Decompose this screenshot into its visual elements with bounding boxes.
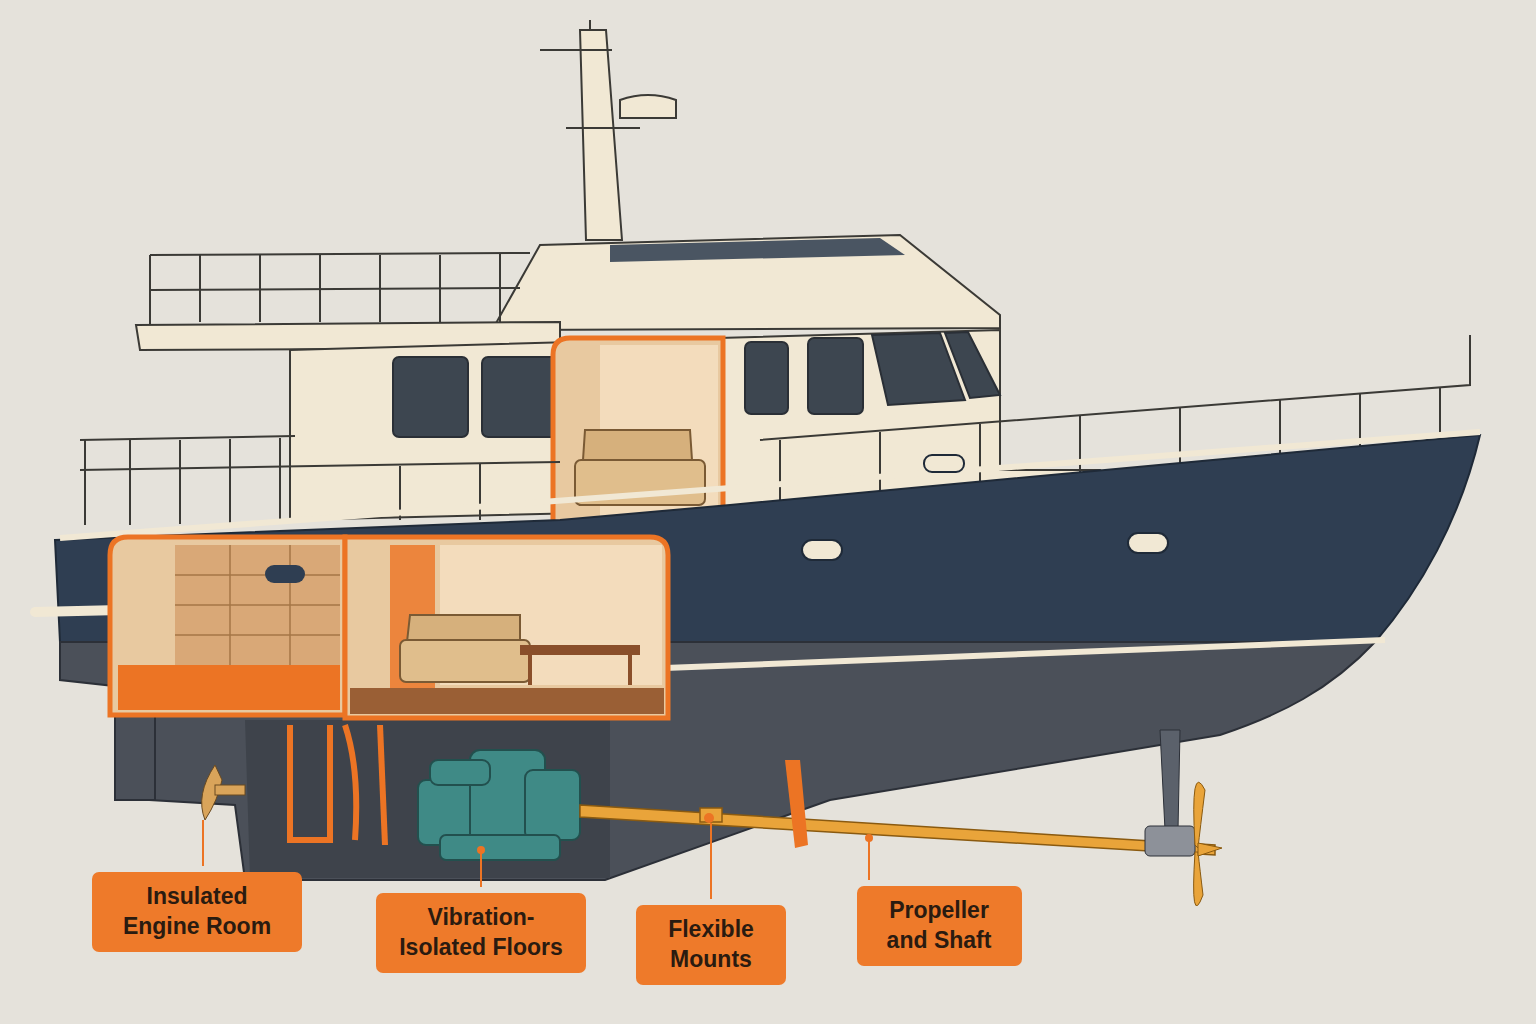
callout-label: Propeller and Shaft (871, 896, 1008, 956)
callout-box: Flexible Mounts (636, 905, 786, 985)
shaft (580, 730, 1222, 906)
aft-rail (80, 436, 560, 525)
rubrail (35, 610, 120, 612)
hull-bottom (60, 642, 1375, 880)
callout-box: Vibration-Isolated Floors (376, 893, 586, 973)
stern-propeller (202, 765, 245, 820)
frames (290, 725, 385, 845)
callout-label: Vibration-Isolated Floors (390, 903, 572, 963)
flybridge-rail (150, 253, 530, 325)
hardtop (495, 235, 1000, 330)
engine (418, 750, 580, 860)
callout-label: Flexible Mounts (650, 915, 772, 975)
callout-box: Propeller and Shaft (857, 886, 1022, 966)
sheer-line (60, 432, 1480, 538)
callout-label: Insulated Engine Room (106, 882, 288, 942)
saloon-cutaway (345, 537, 668, 718)
portholes (802, 455, 1168, 560)
callout-box: Insulated Engine Room (92, 872, 302, 952)
boot-stripe (665, 640, 1385, 668)
solar-panel (610, 238, 905, 262)
leader-dots (477, 834, 873, 854)
engine-bay (245, 720, 610, 878)
leader-lines (203, 820, 869, 899)
aft-cutaway (110, 537, 345, 715)
mast (540, 20, 676, 240)
